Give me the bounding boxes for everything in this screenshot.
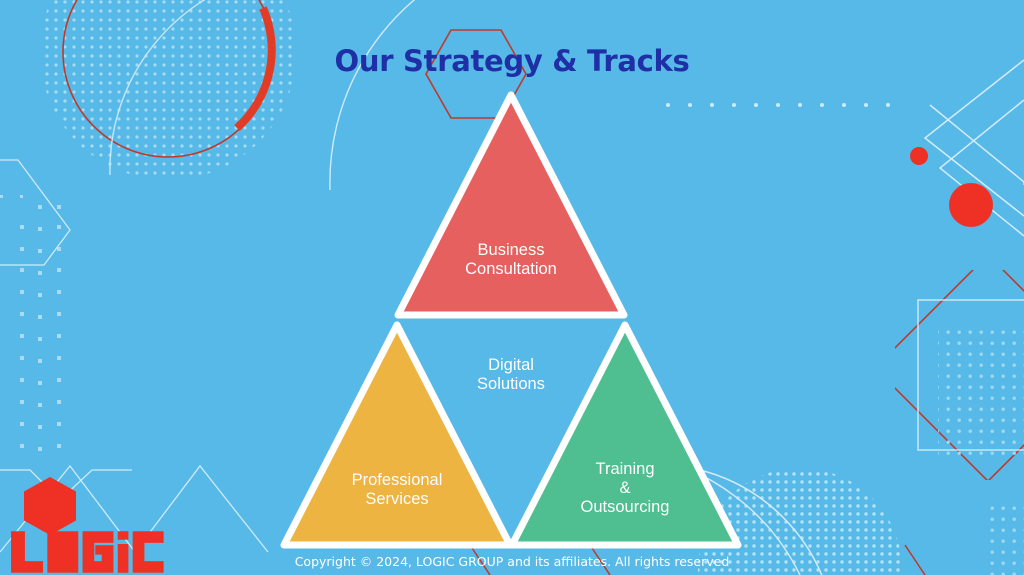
white-arc-1 [109, 0, 206, 176]
segment-label-professional-services: Professional Services [351, 471, 443, 508]
logo-wordmark [11, 531, 164, 573]
zigzag-right [923, 59, 1024, 217]
hexagon-icon [24, 477, 76, 535]
logic-logo [10, 477, 170, 575]
red-line-bottom-3 [904, 544, 926, 575]
zigzag-right-3 [938, 99, 1024, 237]
dotted-block-bottom-right [990, 505, 1024, 575]
small-dots-top-right [666, 103, 890, 107]
hexagon-outline-left-1 [0, 159, 71, 266]
red-line-bottom-1 [469, 544, 491, 575]
pyramid-segment-business-consultation[interactable] [394, 91, 628, 319]
red-line-bottom-2 [589, 544, 611, 575]
segment-label-business-consultation: Business Consultation [465, 241, 557, 278]
red-dot-small [910, 147, 928, 165]
dot-grid-left [0, 195, 61, 451]
white-arc-bottom-right [699, 469, 823, 575]
segment-label-digital-solutions: Digital Solutions [477, 356, 545, 393]
pyramid-segment-training-outsourcing[interactable] [508, 321, 742, 549]
rotated-square-right [895, 270, 1024, 480]
zigzag-right-2 [929, 104, 1024, 185]
white-arc-2 [329, 0, 416, 191]
segment-label-training-outsourcing: Training & Outsourcing [580, 460, 670, 516]
red-dot-large [949, 183, 993, 227]
copyright-footer: Copyright © 2024, LOGIC GROUP and its af… [294, 554, 730, 569]
red-arc [234, 6, 276, 131]
page-title: Our Strategy & Tracks [334, 44, 690, 78]
pyramid-segment-professional-services[interactable] [280, 321, 514, 549]
